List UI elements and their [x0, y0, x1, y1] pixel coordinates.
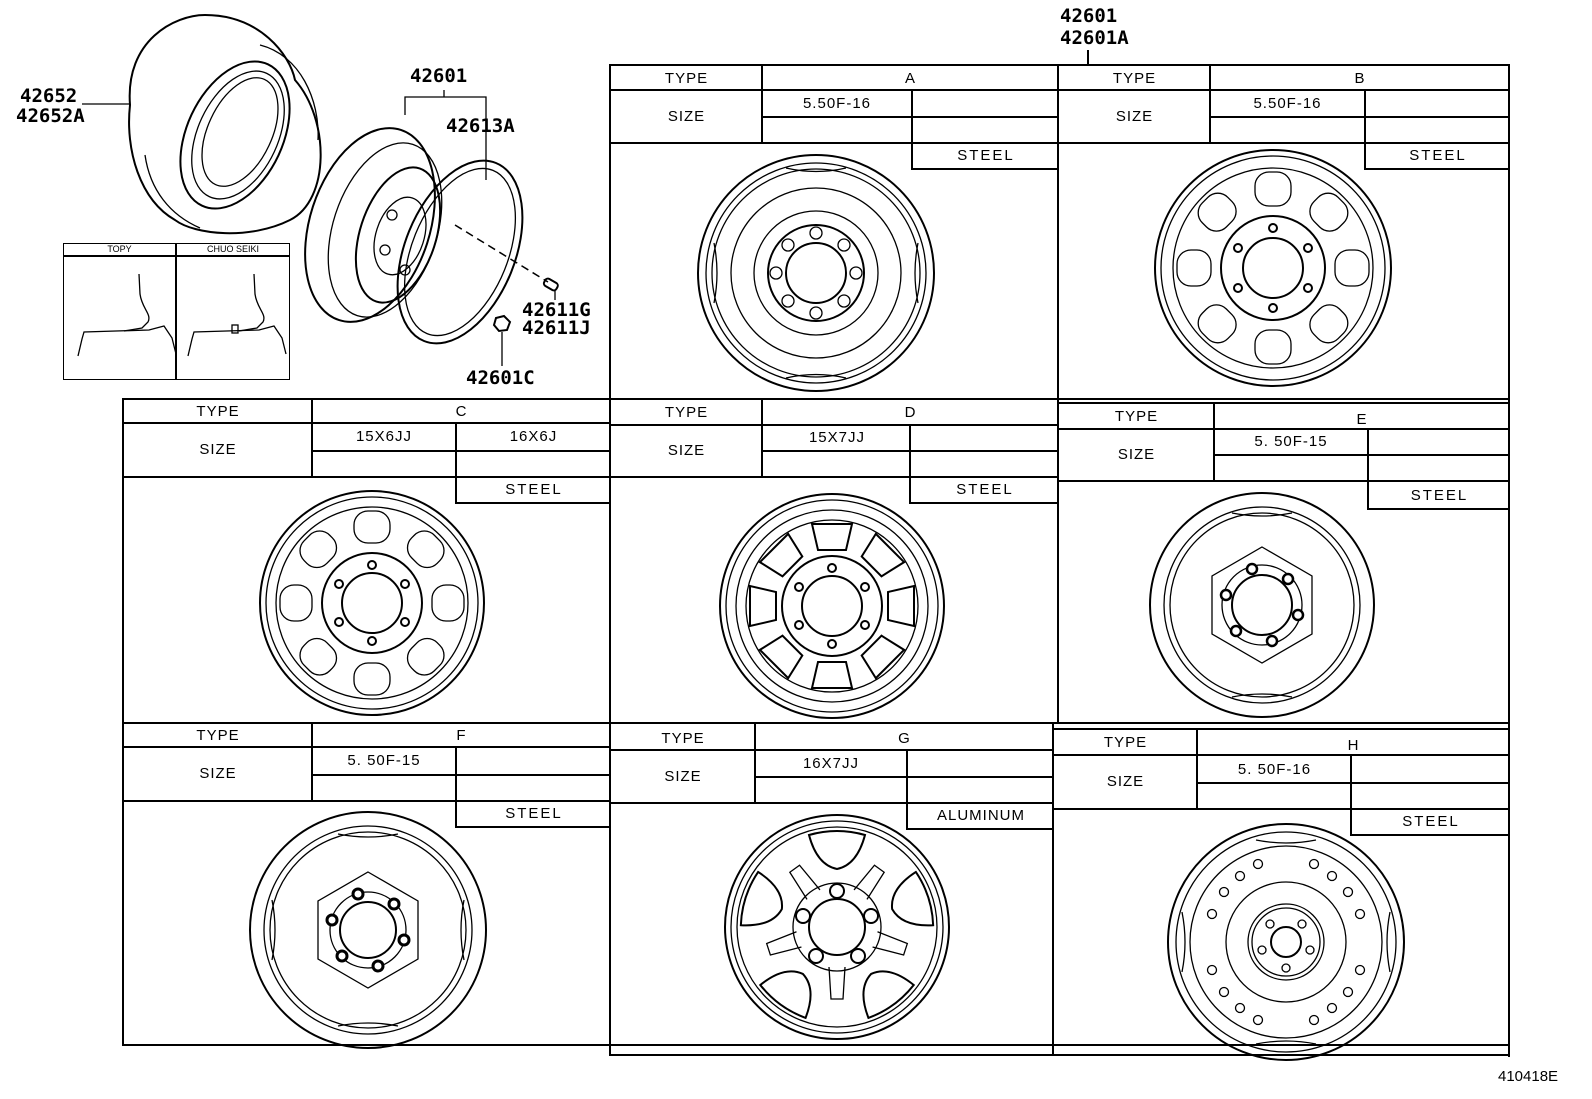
size-value-1: 5. 50F-15 [1254, 432, 1328, 450]
callout-tire-2: 42652A [16, 105, 85, 127]
figure-ref: 410418E [1498, 1068, 1559, 1085]
type-value: D [904, 403, 917, 421]
callout-wheel-assy: 42601 [410, 65, 468, 87]
wheel-panel-d: TYPE D SIZE 15X7JJ STEEL [609, 398, 1059, 724]
valve-icon [542, 277, 559, 300]
callout-tire-1: 42652 [20, 85, 78, 107]
size-label: SIZE [1115, 107, 1154, 125]
type-label: TYPE [661, 729, 705, 747]
size-value-1: 15X6JJ [355, 427, 413, 445]
wheel-rim-icon [304, 127, 443, 323]
type-value: A [904, 69, 916, 87]
wheel-panel-e: TYPE E SIZE 5. 50F-15 STEEL [1057, 402, 1510, 724]
size-value-1: 5.50F-16 [1253, 94, 1322, 112]
nut-icon [492, 314, 512, 366]
material-label: STEEL [911, 142, 1059, 170]
inset-label-topy: TOPY [107, 244, 132, 254]
rim-profile-inset: TOPY CHUO SEIKI [63, 243, 290, 380]
wheel-panel-a: TYPE A SIZE 5.50F-16 STEEL [609, 64, 1059, 400]
material-label: STEEL [455, 800, 611, 828]
wheel-panel-b: TYPE B SIZE 5.50F-16 STEEL [1057, 64, 1510, 400]
type-label: TYPE [1103, 733, 1148, 751]
size-value-1: 5. 50F-15 [347, 751, 421, 769]
type-value: G [898, 729, 911, 747]
tire-icon [128, 13, 322, 235]
type-label: TYPE [664, 403, 709, 421]
material-label: STEEL [455, 476, 611, 504]
callout-valve-1: 42611G [522, 299, 591, 321]
material-label: ALUMINUM [906, 802, 1054, 830]
callout-table-group-2: 42601A [1060, 27, 1129, 49]
size-label: SIZE [667, 107, 706, 125]
wheel-panel-f: TYPE F SIZE 5. 50F-15 STEEL [122, 722, 611, 1046]
type-label: TYPE [196, 726, 240, 744]
type-value: E [1356, 410, 1368, 428]
callout-nut: 42601C [466, 367, 535, 389]
material-label: STEEL [1364, 142, 1510, 170]
size-value-1: 5.50F-16 [802, 94, 872, 112]
size-label: SIZE [1106, 772, 1145, 790]
size-value-1: 15X7JJ [808, 428, 866, 446]
type-label: TYPE [1112, 69, 1157, 87]
size-label: SIZE [664, 767, 702, 785]
material-label: STEEL [909, 476, 1059, 504]
type-label: TYPE [664, 69, 709, 87]
wheel-panel-c: TYPE C SIZE 15X6JJ 16X6J STEEL [122, 398, 611, 724]
callout-valve-2: 42611J [522, 317, 591, 339]
type-value: C [455, 402, 468, 420]
size-label: SIZE [199, 764, 237, 782]
material-label: STEEL [1367, 482, 1510, 510]
callout-table-group-1: 42601 [1060, 5, 1118, 27]
type-value: B [1354, 69, 1366, 87]
inset-label-chuo-seiki: CHUO SEIKI [206, 244, 259, 254]
type-label: TYPE [1114, 407, 1159, 425]
size-value-1: 5. 50F-16 [1237, 760, 1312, 778]
size-value-1: 16X7JJ [802, 754, 860, 772]
wheel-panel-h: TYPE H SIZE 5. 50F-16 STEEL [1052, 728, 1510, 1056]
size-value-2: 16X6J [509, 427, 558, 445]
material-label: STEEL [1350, 808, 1510, 836]
type-value: F [456, 726, 467, 744]
rim-profile-drawings [77, 273, 287, 357]
frame-bottom [123, 1044, 1508, 1046]
lock-ring-icon [396, 159, 524, 345]
exploded-drawing [82, 13, 559, 366]
callout-rim-ring: 42613A [446, 115, 515, 137]
size-label: SIZE [1117, 445, 1156, 463]
type-value: H [1347, 736, 1360, 754]
size-label: SIZE [199, 440, 237, 458]
wheel-panel-g: TYPE G SIZE 16X7JJ ALUMINUM [609, 722, 1054, 1056]
size-label: SIZE [667, 441, 706, 459]
type-label: TYPE [196, 402, 240, 420]
